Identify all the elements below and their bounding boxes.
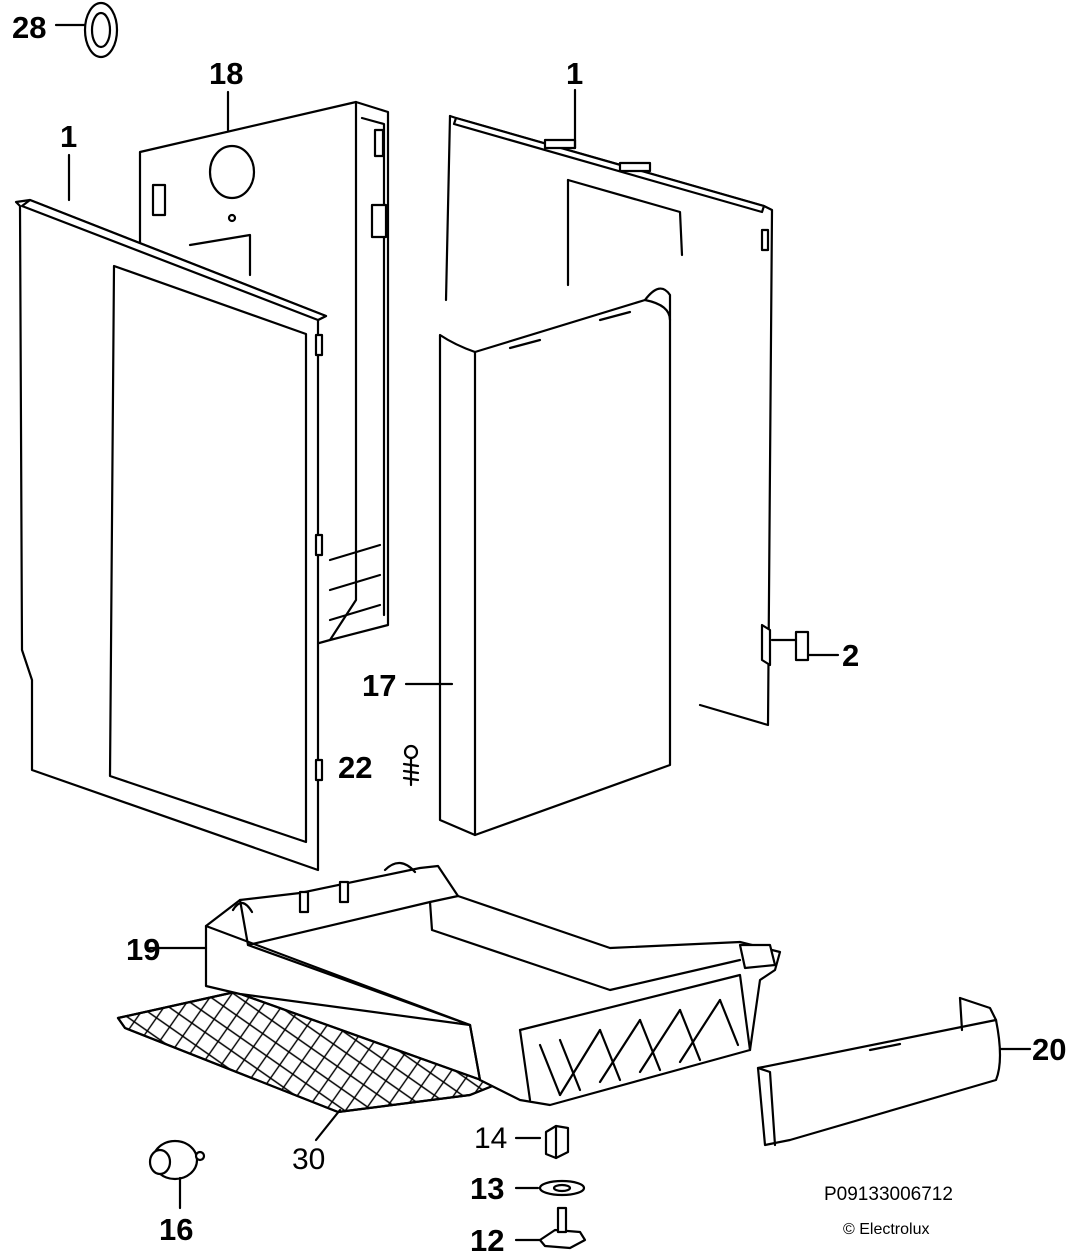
part-13-washer xyxy=(514,1179,586,1197)
part-2-clip xyxy=(770,630,840,662)
part-17-front-cover xyxy=(404,287,672,837)
label-28: 28 xyxy=(12,10,47,45)
label-30: 30 xyxy=(292,1143,326,1176)
label-19: 19 xyxy=(126,932,161,967)
label-22: 22 xyxy=(338,750,373,785)
part-12-foot xyxy=(514,1206,587,1250)
diagram-code: P09133006712 xyxy=(824,1184,953,1205)
part-1-left-side-panel xyxy=(14,153,328,872)
label-14: 14 xyxy=(474,1122,508,1155)
label-12: 12 xyxy=(470,1223,505,1258)
copyright-notice: © Electrolux xyxy=(843,1221,930,1238)
label-20: 20 xyxy=(1032,1032,1067,1067)
part-28-round-cap xyxy=(54,1,119,59)
part-20-kick-panel xyxy=(756,996,1032,1147)
part-19-base-frame xyxy=(148,861,782,1107)
label-16: 16 xyxy=(159,1212,194,1247)
part-14-nut xyxy=(514,1124,570,1160)
part-16-roller xyxy=(148,1139,206,1210)
label-13: 13 xyxy=(470,1171,505,1206)
label-1-left: 1 xyxy=(60,119,78,154)
part-22-screw xyxy=(402,744,420,787)
label-18: 18 xyxy=(209,56,244,91)
label-1-right: 1 xyxy=(566,56,584,91)
label-2: 2 xyxy=(842,638,860,673)
label-17: 17 xyxy=(362,668,397,703)
